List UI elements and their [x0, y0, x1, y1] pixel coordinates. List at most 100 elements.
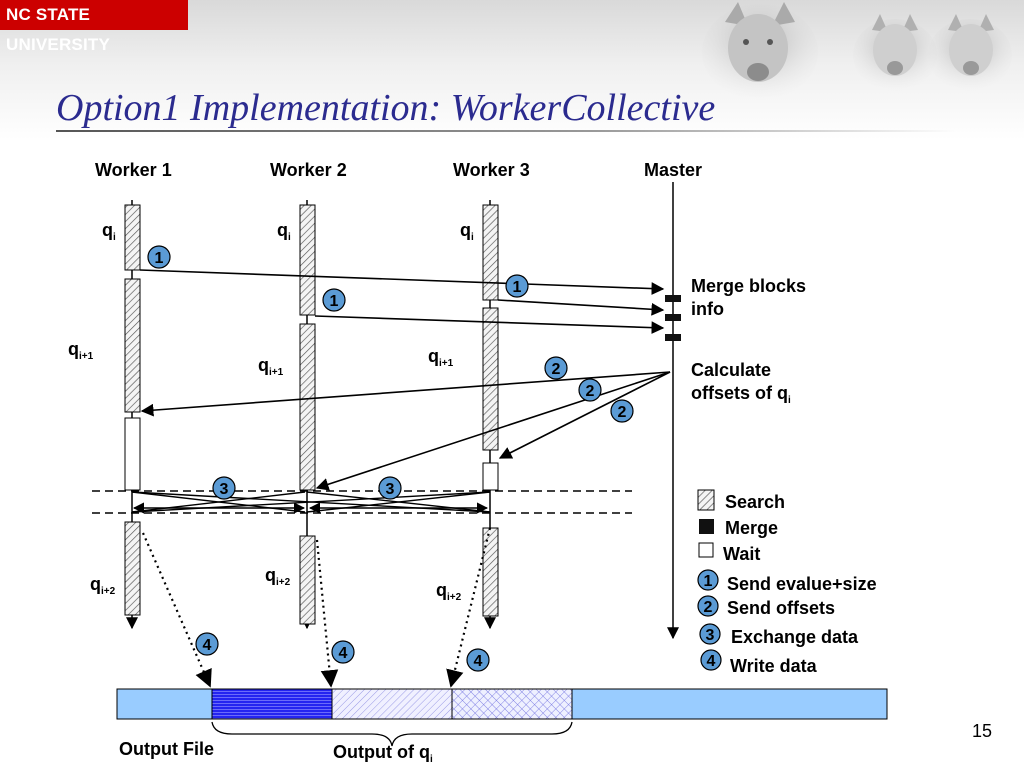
w3-qi2-label: qi+2	[436, 580, 462, 603]
output-file-bar	[116, 688, 888, 747]
wolf-3-icon	[928, 14, 1012, 91]
legend-step-4-badge	[700, 649, 722, 671]
legend-step-1-label: Send evalue+size	[727, 574, 877, 594]
merge-blocks-note-line1: Merge blocks	[691, 276, 806, 296]
slide-title: Option1 Implementation: WorkerCollective	[56, 87, 716, 129]
w2-qi2-label: qi+2	[265, 565, 291, 588]
timelines	[126, 182, 679, 640]
worker-3-wait	[482, 462, 499, 491]
svg-text:2: 2	[586, 383, 595, 400]
legend-step-1-badge	[697, 569, 719, 591]
svg-text:4: 4	[339, 645, 348, 662]
legend-step-3-badge	[699, 623, 721, 645]
exchange-dashed-lines	[92, 490, 632, 514]
wolf-images	[702, 2, 1012, 100]
output-worker-3-segment	[451, 688, 573, 720]
output-worker-2-segment	[331, 688, 453, 720]
svg-text:2: 2	[552, 361, 561, 378]
arrow-w3-to-master	[497, 299, 665, 316]
worker-3-header: Worker 3	[453, 160, 530, 180]
legend-wait-label: Wait	[723, 544, 760, 564]
step-badge: 2	[610, 399, 634, 423]
svg-text:4: 4	[203, 637, 212, 654]
step-badge: 2	[578, 378, 602, 402]
worker-3-search-qi2	[482, 527, 499, 617]
worker-2-header: Worker 2	[270, 160, 347, 180]
output-worker-1-segment	[211, 688, 333, 720]
svg-text:1: 1	[513, 279, 522, 296]
svg-text:1: 1	[704, 573, 713, 590]
svg-text:2: 2	[618, 404, 627, 421]
step-badge: 1	[322, 288, 346, 312]
calculate-offsets-note-line2: offsets of qi	[691, 383, 791, 406]
worker-1-search-qi	[124, 204, 141, 271]
step-badge: 3	[212, 476, 236, 500]
worker-2-search-qi1	[299, 323, 316, 491]
worker-3-search-qi1	[482, 307, 499, 451]
merge-blocks-note-line2: info	[691, 299, 724, 319]
master-header: Master	[644, 160, 702, 180]
output-qi-label: Output of qi	[333, 742, 433, 765]
step-badge: 4	[195, 632, 219, 656]
svg-text:2: 2	[704, 599, 713, 616]
title-underline	[56, 130, 956, 132]
w3-qi-label: qi	[460, 220, 474, 243]
arrow-master-to-w1	[140, 371, 671, 417]
legend-search-swatch	[697, 489, 715, 511]
step-badge: 3	[378, 476, 402, 500]
step-2-arrows	[140, 371, 671, 491]
step-3-arrows	[131, 491, 491, 514]
arrow-w1-to-master	[139, 269, 665, 295]
worker-2-search-qi	[299, 204, 316, 316]
wolf-1-icon	[702, 2, 818, 100]
university-logo: NC STATE UNIVERSITY	[0, 0, 188, 54]
svg-text:3: 3	[220, 481, 229, 498]
svg-text:3: 3	[706, 627, 715, 644]
worker-1-search-qi1	[124, 278, 141, 413]
arrow-w2-to-master	[314, 315, 665, 334]
svg-text:1: 1	[155, 250, 164, 267]
legend: Search Merge Wait 1 Send evalue+size 2 S…	[697, 489, 877, 676]
output-file-label: Output File	[119, 739, 214, 759]
legend-step-3-label: Exchange data	[731, 627, 859, 647]
step-badge: 4	[331, 640, 355, 664]
master-merge-block	[665, 314, 681, 321]
worker-3-search-qi	[482, 204, 499, 301]
wolf-2-icon	[853, 14, 937, 91]
step-badge: 4	[466, 648, 490, 672]
w1-qi2-label: qi+2	[90, 574, 116, 597]
w2-qi-label: qi	[277, 220, 291, 243]
step-badge: 1	[505, 274, 529, 298]
svg-text:4: 4	[707, 653, 716, 670]
worker-1-header: Worker 1	[95, 160, 172, 180]
output-qi-brace	[211, 721, 573, 747]
arrow-master-to-w2	[315, 371, 671, 491]
worker-2-search-qi2	[299, 535, 316, 625]
step-4-arrows	[141, 527, 492, 688]
legend-step-2-badge	[697, 595, 719, 617]
master-merge-block	[665, 334, 681, 341]
w2-qi1-label: qi+1	[258, 355, 284, 378]
arrow-master-to-w3	[498, 371, 671, 459]
w3-qi1-label: qi+1	[428, 346, 454, 369]
step-1-arrows	[139, 269, 665, 334]
legend-search-label: Search	[725, 492, 785, 512]
legend-step-4-label: Write data	[730, 656, 818, 676]
step-badge: 1	[147, 245, 171, 269]
legend-merge-label: Merge	[725, 518, 778, 538]
calculate-offsets-note-line1: Calculate	[691, 360, 771, 380]
svg-text:1: 1	[330, 293, 339, 310]
legend-step-2-label: Send offsets	[727, 598, 835, 618]
legend-merge-swatch	[699, 519, 714, 534]
step-badge: 2	[544, 356, 568, 380]
w1-qi1-label: qi+1	[68, 339, 94, 362]
svg-text:4: 4	[474, 653, 483, 670]
legend-wait-swatch	[698, 542, 714, 558]
svg-text:3: 3	[386, 481, 395, 498]
master-merge-block	[665, 295, 681, 302]
page-number: 15	[971, 721, 992, 741]
worker-1-search-qi2	[124, 521, 141, 616]
w1-qi-label: qi	[102, 220, 116, 243]
worker-1-wait	[124, 417, 141, 491]
